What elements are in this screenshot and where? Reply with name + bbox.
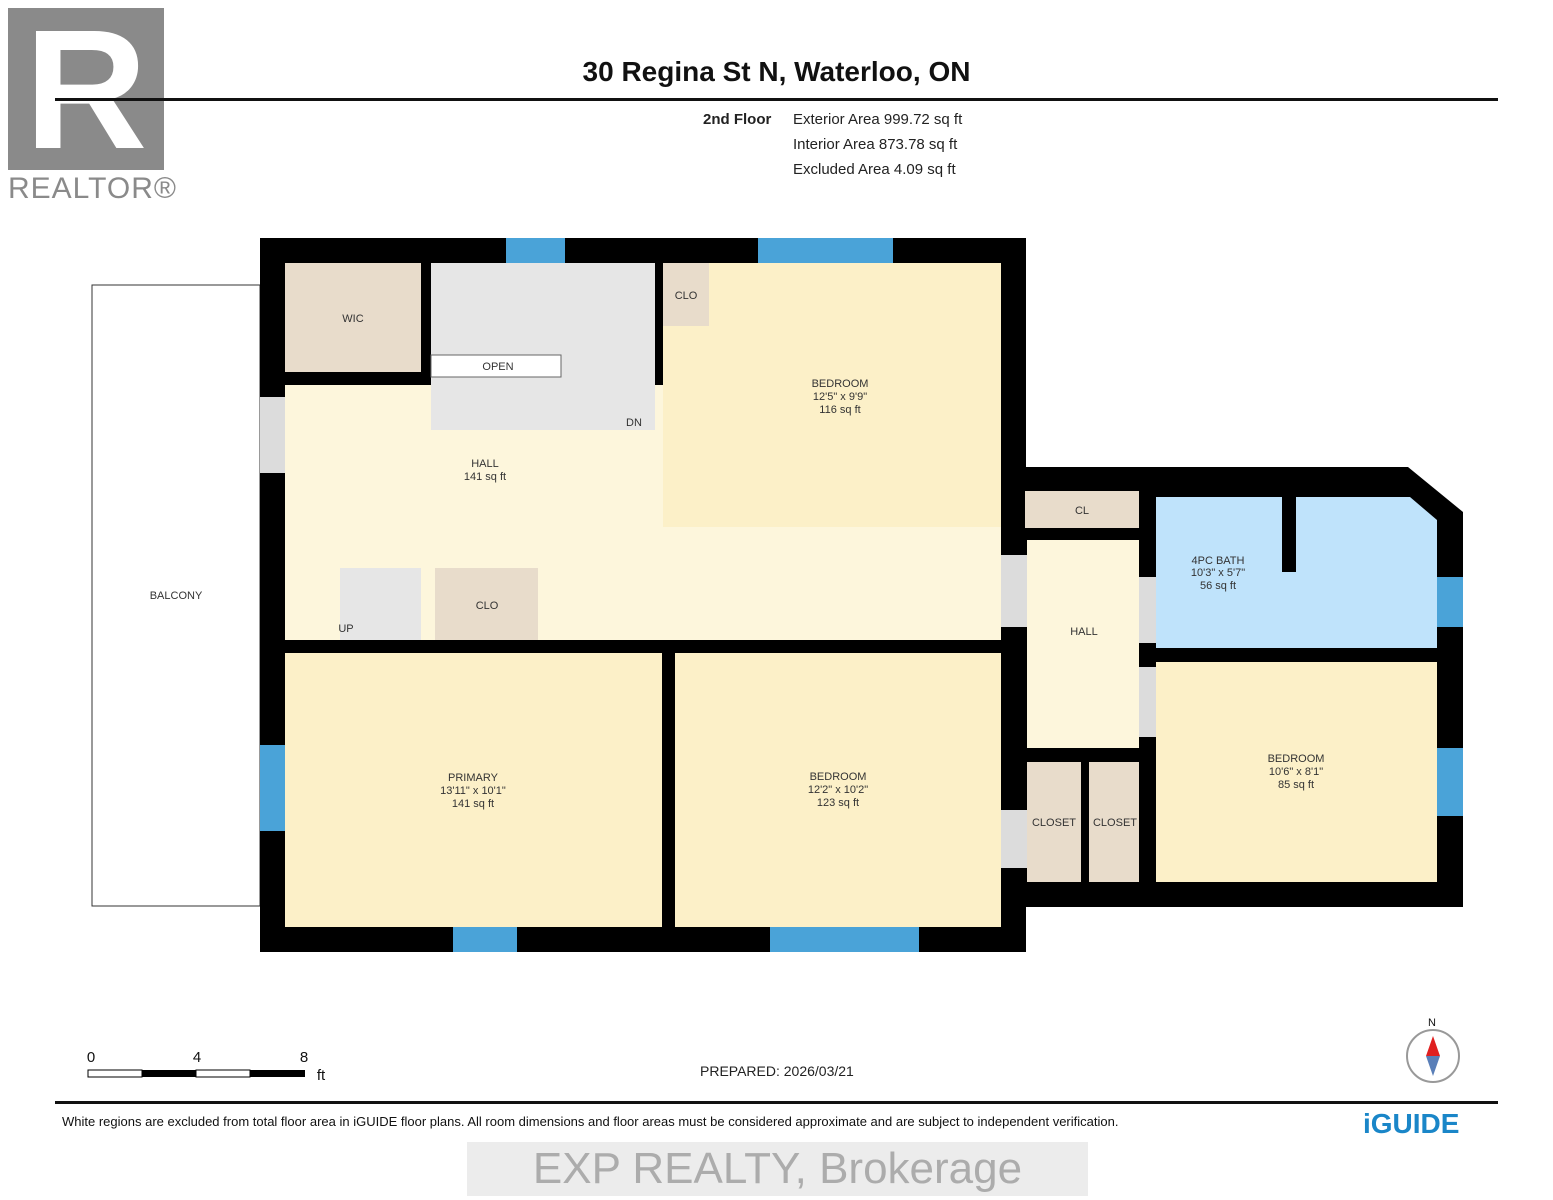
room-clo-top — [663, 263, 709, 326]
page-title: 30 Regina St N, Waterloo, ON — [582, 56, 971, 87]
window — [453, 927, 517, 952]
window — [758, 238, 893, 263]
room-label: R — [25, 8, 148, 170]
room-label: 123 sq ft — [817, 797, 859, 809]
room-label: 56 sq ft — [1200, 580, 1236, 592]
room-label: PRIMARY — [448, 772, 499, 784]
room-label: 10'3" x 5'7" — [1191, 567, 1245, 579]
room-label: 8 — [300, 1049, 308, 1066]
room-label: CLOSET — [1032, 817, 1076, 829]
doorway — [1001, 810, 1027, 868]
balcony — [91, 284, 261, 907]
doorway — [260, 397, 285, 473]
room-bedroom-2 — [675, 653, 1001, 927]
room-label: CLO — [675, 290, 698, 302]
room-label: N — [1428, 1017, 1436, 1029]
room-label: DN — [626, 417, 642, 429]
stairs-up — [340, 568, 421, 640]
room-closet-1 — [1027, 762, 1081, 882]
room-label: 85 sq ft — [1278, 779, 1314, 791]
room-label: 4 — [193, 1049, 201, 1066]
floor-label: 2nd Floor — [703, 111, 772, 128]
window — [260, 745, 285, 831]
windows — [260, 238, 1463, 952]
iguide-logo: iGUIDE — [1363, 1108, 1460, 1139]
room-label: OPEN — [482, 361, 513, 373]
room-bedroom-3 — [1156, 662, 1437, 882]
footer-divider — [55, 1101, 1498, 1104]
watermark: EXP REALTY, Brokerage — [467, 1142, 1088, 1196]
room-label: 4PC BATH — [1192, 555, 1245, 567]
exterior-area: Exterior Area 999.72 sq ft — [793, 111, 963, 128]
room-label: HALL — [471, 458, 499, 470]
interior-area: Interior Area 873.78 sq ft — [793, 136, 958, 153]
room-label: CLOSET — [1093, 817, 1137, 829]
open-area — [430, 354, 562, 378]
room-clo — [435, 568, 538, 640]
room-bedroom-1 — [663, 263, 1001, 527]
doorway — [1139, 577, 1156, 643]
room-label: 0 — [87, 1049, 95, 1066]
room-label: ft — [317, 1067, 326, 1084]
room-hall-2 — [1027, 540, 1139, 748]
room-label: HALL — [1070, 626, 1098, 638]
room-label: BEDROOM — [812, 378, 869, 390]
realtor-logo: R — [8, 0, 164, 185]
room-label: CL — [1075, 505, 1089, 517]
realtor-wordmark: REALTOR® — [8, 172, 178, 205]
window — [1437, 748, 1463, 816]
room-label: BALCONY — [150, 590, 203, 602]
room-label: UP — [338, 623, 353, 635]
scale-bar: 0 4 8 ft — [87, 1049, 326, 1084]
room-label: 141 sq ft — [464, 471, 506, 483]
excluded-area: Excluded Area 4.09 sq ft — [793, 161, 956, 178]
doorway — [1001, 555, 1027, 627]
window — [1437, 577, 1463, 627]
room-label: CLO — [476, 600, 499, 612]
room-wic — [285, 263, 421, 372]
stairs-down — [431, 263, 655, 430]
room-label: 13'11" x 10'1" — [440, 785, 506, 797]
prepared-date: PREPARED: 2026/03/21 — [700, 1063, 854, 1079]
doorway — [1139, 667, 1156, 737]
room-label: 141 sq ft — [452, 798, 494, 810]
room-closet-2 — [1089, 762, 1139, 882]
header-divider — [55, 98, 1498, 101]
disclaimer: White regions are excluded from total fl… — [62, 1114, 1119, 1129]
room-label: 12'2" x 10'2" — [808, 784, 868, 796]
room-label: 12'5" x 9'9" — [813, 391, 867, 403]
room-label: 10'6" x 8'1" — [1269, 766, 1323, 778]
room-label: BEDROOM — [810, 771, 867, 783]
room-label: BEDROOM — [1268, 753, 1325, 765]
room-primary — [285, 653, 662, 927]
compass-icon: N — [1406, 1017, 1460, 1083]
room-label: WIC — [342, 313, 363, 325]
doorways — [260, 397, 1156, 868]
window — [506, 238, 565, 263]
window — [770, 927, 919, 952]
room-cl — [1025, 491, 1139, 528]
room-label: 116 sq ft — [819, 404, 860, 416]
room-4pc-bath — [1156, 497, 1437, 648]
